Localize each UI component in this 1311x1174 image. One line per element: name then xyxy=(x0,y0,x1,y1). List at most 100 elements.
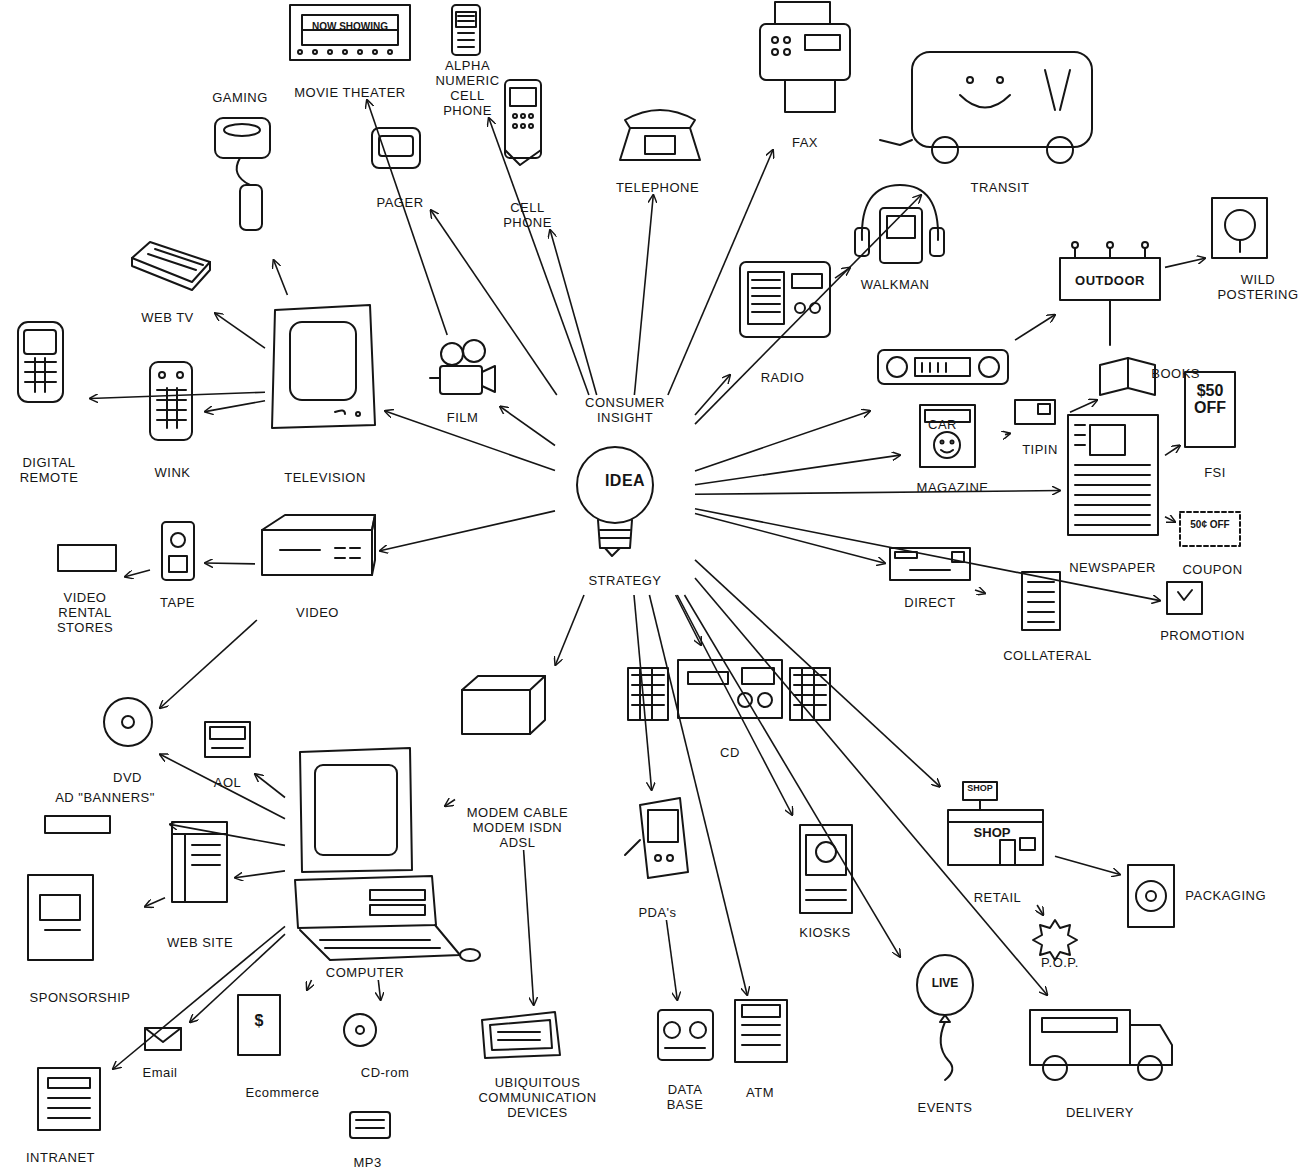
truck-icon xyxy=(1043,1056,1067,1080)
pda-icon xyxy=(625,798,688,878)
film-camera-icon xyxy=(463,340,485,362)
sponsorship-icon xyxy=(28,875,93,960)
media-node: AD "BANNERS" xyxy=(40,790,170,835)
media-node: PACKAGING xyxy=(1120,855,1265,935)
media-node: SPONSORSHIP xyxy=(15,865,145,1005)
node-label: TELEPHONE xyxy=(605,180,710,195)
cellphone-icon xyxy=(505,150,541,165)
magazine-icon xyxy=(920,405,975,467)
node-label: FSI xyxy=(1180,465,1250,480)
packaging-icon xyxy=(1136,881,1166,911)
radio-icon xyxy=(740,262,830,337)
node-label: PAGER xyxy=(365,195,435,210)
email-icon xyxy=(145,1028,181,1050)
gaming-icon xyxy=(215,118,270,230)
arrow-connector xyxy=(205,562,255,565)
icon-text: $ xyxy=(249,1013,269,1030)
arrow-connector xyxy=(113,926,285,1069)
telephone-icon xyxy=(645,136,675,154)
bulb-icon xyxy=(600,530,630,556)
vcr-icon xyxy=(280,548,360,558)
computer-icon xyxy=(300,925,460,960)
pda-icon xyxy=(648,810,678,842)
computer-icon xyxy=(295,748,480,961)
mp3-icon xyxy=(356,1120,384,1128)
pda-icon xyxy=(667,855,673,861)
website-icon xyxy=(172,834,227,902)
marquee-icon xyxy=(343,50,347,54)
store-icon xyxy=(948,810,1043,865)
poster-icon xyxy=(1212,198,1267,258)
arrow-connector xyxy=(385,411,555,471)
truck-icon xyxy=(1042,1018,1117,1032)
media-node: Ecommerce xyxy=(230,990,335,1100)
arrow-connector xyxy=(1005,433,1010,434)
vcr-icon xyxy=(372,515,375,575)
node-label: DIRECT xyxy=(885,595,975,610)
arrow-connector xyxy=(255,774,285,798)
node-label: STRATEGY xyxy=(555,573,695,588)
direct-mail-icon xyxy=(895,552,917,558)
remote-icon xyxy=(18,322,63,402)
node-label: FILM xyxy=(425,410,500,425)
truck-icon xyxy=(1030,1010,1172,1080)
gaming-icon xyxy=(215,118,270,158)
arrow-connector xyxy=(695,455,900,485)
arrow-connector xyxy=(634,595,652,790)
aol-icon xyxy=(205,722,250,757)
media-node: KIOSKS xyxy=(785,815,865,940)
media-node: FAX xyxy=(755,0,855,150)
sponsorship-icon xyxy=(40,895,80,920)
media-node: COLLATERAL xyxy=(985,565,1110,663)
cdrom-icon xyxy=(356,1026,364,1034)
node-label: P.O.P. xyxy=(1035,955,1085,970)
media-node: TIPIN xyxy=(1010,395,1070,457)
media-node: WEB SITE xyxy=(165,815,235,950)
arrow-connector xyxy=(695,411,870,471)
tv-icon xyxy=(335,410,345,414)
alpha-phone-icon xyxy=(458,16,474,47)
collateral-icon xyxy=(1022,572,1060,630)
packaging-icon xyxy=(1128,865,1174,927)
balloon-icon xyxy=(917,955,973,1080)
arrow-connector xyxy=(695,509,1160,601)
walkman-icon xyxy=(880,208,922,263)
tv-icon xyxy=(272,305,375,428)
media-node: AOL xyxy=(200,715,255,790)
sponsorship-icon xyxy=(45,929,80,931)
pda-icon xyxy=(625,840,640,855)
node-label: GAMING xyxy=(195,90,285,105)
fsi-icon xyxy=(1185,372,1235,447)
ecommerce-icon xyxy=(238,995,280,1055)
node-label: CD xyxy=(620,745,840,760)
database-icon xyxy=(690,1022,706,1038)
promotion-icon xyxy=(1167,582,1202,614)
arrow-connector xyxy=(367,100,447,335)
arrow-connector xyxy=(307,980,312,990)
device-icon xyxy=(482,1012,560,1058)
newspaper-icon xyxy=(1068,415,1158,535)
fax-icon xyxy=(805,35,840,50)
alpha-phone-icon xyxy=(452,5,480,55)
fax-icon xyxy=(775,2,830,24)
direct-mail-icon xyxy=(952,552,964,562)
node-label: SPONSORSHIP xyxy=(15,990,145,1005)
arrow-connector xyxy=(835,268,850,279)
media-node: VIDEO RENTAL STORES xyxy=(45,540,125,635)
alpha-phone-icon xyxy=(452,5,480,55)
arrow-connector xyxy=(274,260,288,295)
node-label: WINK xyxy=(140,465,205,480)
media-node: Email xyxy=(130,1020,190,1080)
ecommerce-icon xyxy=(238,995,280,1055)
billboard-icon xyxy=(1060,242,1160,345)
packaging-icon xyxy=(1128,865,1174,927)
media-node: RETAIL xyxy=(940,775,1055,905)
node-label: Ecommerce xyxy=(230,1085,335,1100)
database-icon xyxy=(658,1010,713,1060)
media-node: TAPE xyxy=(150,515,205,610)
packaging-icon xyxy=(1146,891,1156,901)
collateral-icon xyxy=(1028,582,1054,622)
media-node: GAMING xyxy=(195,90,285,260)
car-radio-icon xyxy=(878,350,1008,384)
media-node: TELEVISION xyxy=(265,295,385,485)
